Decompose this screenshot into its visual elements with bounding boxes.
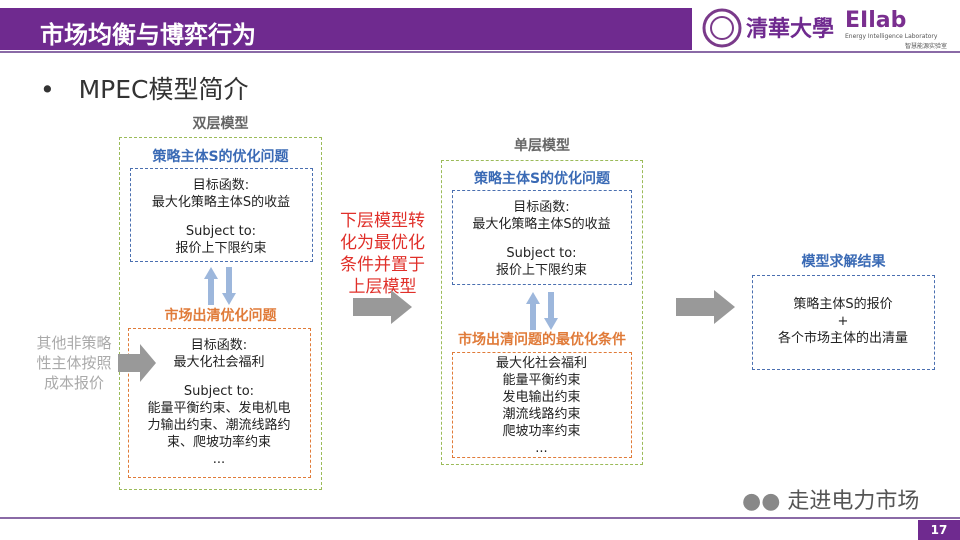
single-lower-content: 最大化社会福利 能量平衡约束 发电输出约束 潮流线路约束 爬坡功率约束 ...: [453, 355, 630, 457]
line: Subject to:: [185, 224, 257, 239]
line: 各个市场主体的出清量: [777, 331, 908, 346]
slide-title: 市场均衡与博弈行为: [0, 8, 692, 50]
bilevel-upper-content: 目标函数: 最大化策略主体S的收益 Subject to: 报价上下限约束: [131, 177, 311, 257]
tsinghua-seal-icon: 清華大學 EIlab Energy Intelligence Laborator…: [702, 8, 947, 50]
side-note: 其他非策略 性主体按照 成本报价: [28, 333, 120, 393]
bullet-item: • MPEC模型简介: [40, 75, 249, 104]
line: 目标函数:: [192, 178, 250, 193]
single-box: [441, 160, 643, 465]
line: Subject to:: [183, 384, 255, 399]
line: 下层模型转: [340, 211, 425, 231]
result-content: 策略主体S的报价 + 各个市场主体的出清量: [753, 296, 933, 347]
line: ...: [212, 452, 226, 467]
bilevel-lower-title: 市场出清优化问题: [164, 308, 277, 324]
single-upper-box: 目标函数: 最大化策略主体S的收益 Subject to: 报价上下限约束: [452, 190, 632, 285]
bilevel-lower-content: 目标函数: 最大化社会福利 Subject to: 能量平衡约束、发电机电 力输…: [129, 337, 309, 468]
bidirectional-arrow-icon: [526, 292, 558, 330]
page-number: 17: [918, 520, 960, 540]
lab-subtitle: Energy Intelligence Laboratory: [845, 33, 938, 40]
line: 策略主体S的报价: [793, 297, 893, 312]
right-arrow-icon: [118, 344, 156, 382]
wechat-icon: ●●: [742, 489, 781, 514]
footer-divider: [0, 517, 960, 519]
line: 条件并置于: [340, 255, 425, 275]
line: 能量平衡约束: [502, 373, 581, 388]
line: ...: [535, 441, 548, 456]
line: 最大化策略主体S的收益: [472, 217, 611, 232]
single-lower-title: 市场出清问题的最优化条件: [458, 332, 626, 348]
bilevel-upper-title: 策略主体S的优化问题: [152, 149, 289, 165]
line: 报价上下限约束: [175, 241, 267, 256]
line: 其他非策略: [36, 334, 112, 352]
right-arrow-icon: [353, 290, 412, 324]
bullet-text: MPEC模型简介: [78, 75, 249, 104]
line: 目标函数:: [190, 338, 248, 353]
line: 报价上下限约束: [495, 263, 587, 278]
line: 最大化社会福利: [495, 356, 587, 371]
result-title: 模型求解结果: [801, 254, 886, 270]
line: 发电输出约束: [502, 390, 581, 405]
lab-logo-text: EIlab: [845, 8, 906, 33]
line: 潮流线路约束: [502, 407, 581, 422]
line: 上层模型: [348, 277, 417, 297]
result-box: 策略主体S的报价 + 各个市场主体的出清量: [752, 275, 935, 370]
bilevel-title: 双层模型: [192, 116, 249, 132]
bilevel-box: [119, 137, 322, 490]
line: 最大化社会福利: [173, 355, 265, 370]
bilevel-upper-box: 目标函数: 最大化策略主体S的收益 Subject to: 报价上下限约束: [130, 168, 313, 262]
single-upper-content: 目标函数: 最大化策略主体S的收益 Subject to: 报价上下限约束: [453, 199, 630, 279]
line: 最大化策略主体S的收益: [151, 195, 291, 210]
bilevel-lower-box: 目标函数: 最大化社会福利 Subject to: 能量平衡约束、发电机电 力输…: [128, 328, 311, 478]
line: 力输出约束、潮流线路约: [147, 418, 291, 433]
line: 化为最优化: [340, 233, 425, 253]
single-upper-title: 策略主体S的优化问题: [473, 171, 611, 187]
line: Subject to:: [506, 246, 577, 261]
single-lower-box: 最大化社会福利 能量平衡约束 发电输出约束 潮流线路约束 爬坡功率约束 ...: [452, 352, 632, 458]
university-logo-text: 清華大學: [746, 16, 834, 42]
right-arrow-icon: [676, 290, 735, 324]
line: 束、爬坡功率约束: [166, 435, 271, 450]
lab-cn-name: 智慧能源实验室: [905, 42, 947, 50]
transform-note: 下层模型转 化为最优化 条件并置于 上层模型: [335, 210, 430, 298]
bidirectional-arrow-icon: [204, 267, 236, 305]
logos: 清華大學 EIlab Energy Intelligence Laborator…: [700, 6, 955, 50]
line: 成本报价: [43, 374, 104, 392]
line: +: [837, 314, 849, 329]
line: 目标函数:: [513, 200, 570, 215]
watermark: ●● 走进电力市场: [742, 483, 919, 515]
watermark-text: 走进电力市场: [787, 489, 920, 514]
line: 能量平衡约束、发电机电: [147, 401, 291, 416]
line: 性主体按照: [36, 354, 112, 372]
single-title: 单层模型: [514, 138, 570, 154]
header-divider: [0, 51, 960, 53]
line: 爬坡功率约束: [502, 424, 581, 439]
